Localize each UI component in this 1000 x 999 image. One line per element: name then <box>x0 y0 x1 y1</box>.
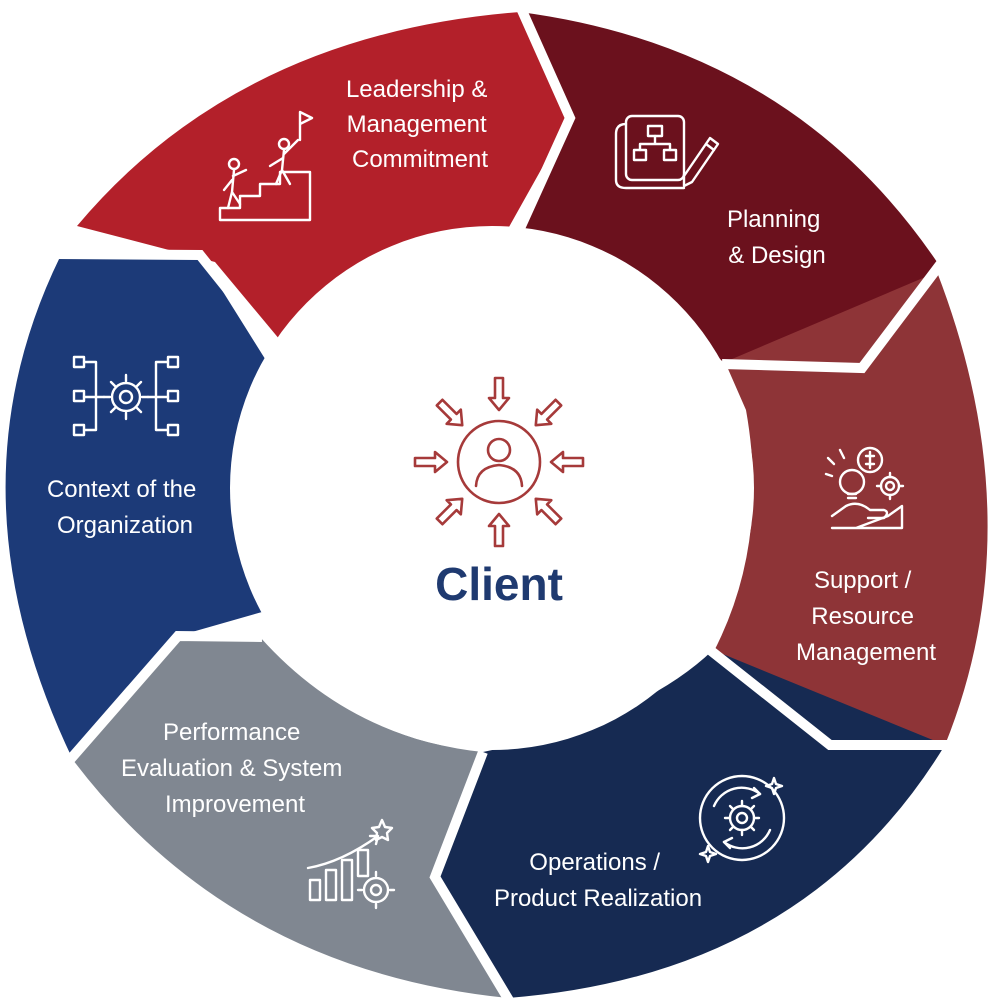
inward-arrow <box>413 450 449 474</box>
inward-arrow <box>435 398 464 427</box>
label-planning-line-1: Planning <box>727 206 820 233</box>
label-operations-line-1: Operations / <box>529 849 660 876</box>
segment-labels: Leadership & Management Commitment Plann… <box>47 76 936 912</box>
gear-cycle-icon <box>698 774 786 864</box>
inward-arrow <box>487 512 511 548</box>
team-climbing-flag-icon <box>218 110 314 222</box>
label-support-line-1: Support / <box>814 567 912 594</box>
blueprint-pencil-icon <box>614 114 720 190</box>
label-support-line-3: Management <box>796 639 936 666</box>
segment-leadership-shape <box>77 12 570 352</box>
hand-resources-icon <box>824 446 905 530</box>
label-planning-line-2: & Design <box>728 242 825 269</box>
label-leadership-line-3: Commitment <box>352 146 488 173</box>
label-performance-line-2: Evaluation & System <box>121 755 342 782</box>
label-leadership: Leadership & Management Commitment <box>346 76 494 173</box>
inward-arrow <box>549 450 585 474</box>
segment-context-shape <box>5 255 272 760</box>
center-disc <box>230 226 754 750</box>
client-focus-icon <box>413 376 585 548</box>
label-performance-line-1: Performance <box>163 719 300 746</box>
segment-separators <box>55 3 949 999</box>
inward-arrow <box>435 497 464 526</box>
growth-chart-gear-icon <box>306 818 396 910</box>
label-support-line-2: Resource <box>811 603 914 630</box>
segment-support-shape <box>712 272 988 745</box>
label-leadership-line-1: Leadership & <box>346 76 487 103</box>
label-context-line-2: Organization <box>57 512 193 539</box>
inward-arrow <box>534 497 563 526</box>
label-performance: Performance Evaluation & System Improvem… <box>121 719 349 818</box>
gear-network-icon <box>72 355 180 437</box>
label-planning: Planning & Design <box>727 206 827 269</box>
label-context-line-1: Context of the <box>47 476 196 503</box>
label-leadership-line-2: Management <box>347 111 487 138</box>
label-performance-line-3: Improvement <box>165 791 305 818</box>
label-operations-line-2: Product Realization <box>494 885 702 912</box>
label-operations: Operations / Product Realization <box>494 849 702 912</box>
label-support: Support / Resource Management <box>796 567 936 666</box>
center-label: Client <box>435 558 563 610</box>
inward-arrow <box>487 376 511 412</box>
inward-arrow <box>534 398 563 427</box>
label-context: Context of the Organization <box>47 476 203 539</box>
segment-performance-shape <box>73 636 508 998</box>
